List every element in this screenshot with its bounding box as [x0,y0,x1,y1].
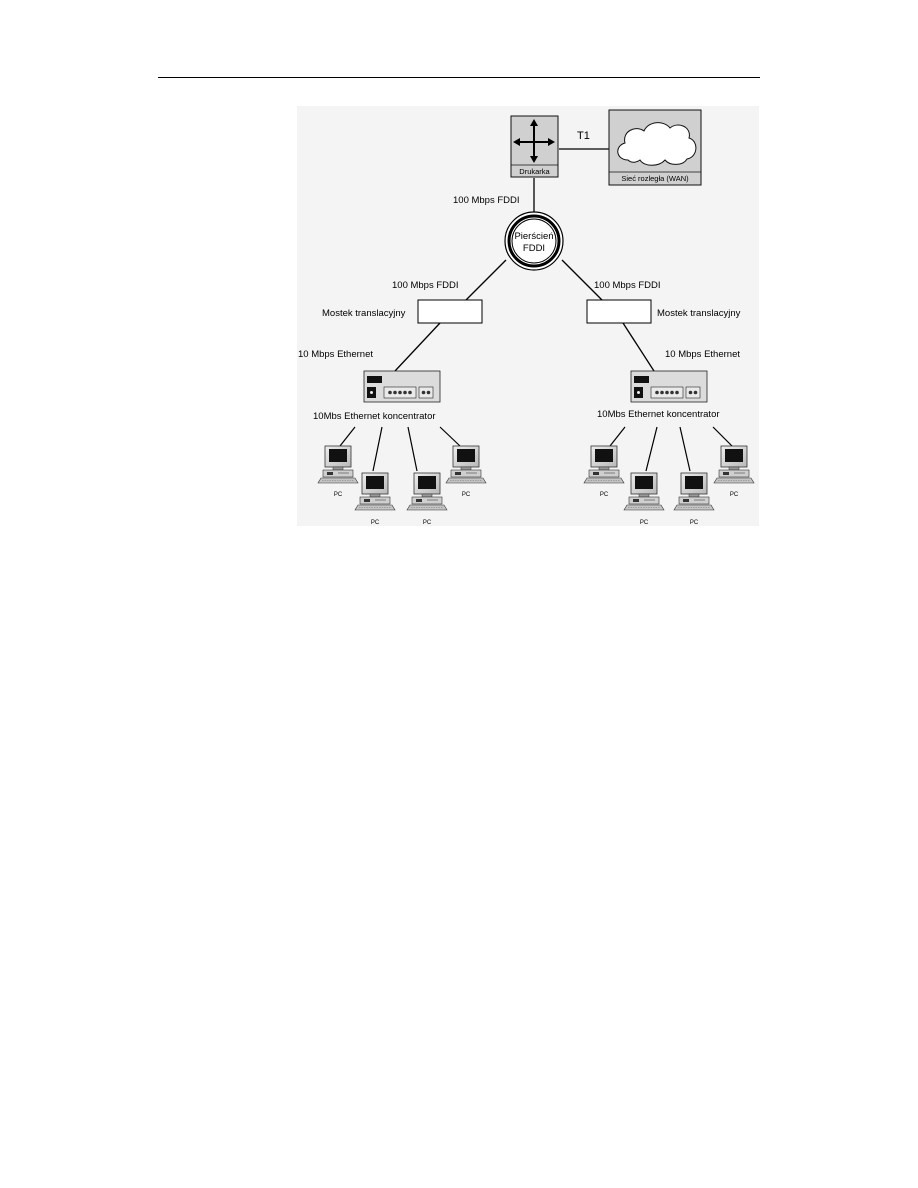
link-right-hub-pc-1 [609,426,626,447]
link-left-hub-pc-1 [339,426,356,447]
left-pc-1-label: PC [334,492,343,498]
right-pc-1-label: PC [600,492,609,498]
network-diagram: Drukarka T1 Sieć rozległa (WAN) 100 Mbps… [298,109,755,526]
left-pc-2 [354,472,396,511]
left-pc-1 [317,445,359,484]
wan-node: Sieć rozległa (WAN) [608,109,702,186]
cloud-icon [617,122,697,166]
link-right-hub-pc-2 [645,426,658,472]
wan-label: Sieć rozległa (WAN) [621,174,689,183]
left-link-bridge-hub-label: 10 Mbps Ethernet [298,349,373,360]
right-bridge-label: Mostek translacyjny [657,308,741,319]
right-pc-4-label: PC [730,492,739,498]
right-hub-label: 10Mbs Ethernet koncentrator [597,409,720,420]
right-pc-2 [623,472,665,511]
right-pc-4 [713,445,755,484]
ring-label-line1: Pierścień [514,231,553,242]
link-router-ring-label: 100 Mbps FDDI [453,195,520,206]
left-hub-label: 10Mbs Ethernet koncentrator [313,411,436,422]
left-bridge [417,299,483,324]
link-right-hub-pc-4 [712,426,733,447]
router-label: Drukarka [519,167,550,176]
left-pc-4 [445,445,487,484]
link-t1-label: T1 [577,130,590,142]
right-pc-3-label: PC [690,520,699,526]
left-pc-3-label: PC [423,520,432,526]
left-pc-3 [406,472,448,511]
network-diagram-figure: Drukarka T1 Sieć rozległa (WAN) 100 Mbps… [297,106,759,526]
left-branch: 100 Mbps FDDI Mostek translacyjny 10 Mbp… [298,280,487,526]
link-ring-right-bridge [561,259,603,301]
right-pc-2-label: PC [640,520,649,526]
right-branch: 100 Mbps FDDI Mostek translacyjny 10 Mbp… [583,280,755,526]
right-link-bridge-hub-label: 10 Mbps Ethernet [665,349,740,360]
link-left-hub-pc-3 [407,426,418,472]
link-left-hub-pc-4 [439,426,461,447]
left-pc-4-label: PC [462,492,471,498]
link-left-bridge-hub [394,322,441,372]
page-header-rule [158,77,760,78]
link-left-hub-pc-2 [372,426,383,472]
left-link-ring-bridge-label: 100 Mbps FDDI [392,280,459,291]
left-hub [363,370,441,403]
right-link-ring-bridge-label: 100 Mbps FDDI [594,280,661,291]
link-right-bridge-hub [622,322,655,372]
right-hub [630,370,708,403]
left-pc-2-label: PC [371,520,380,526]
right-pc-3 [673,472,715,511]
link-ring-left-bridge [465,259,507,301]
left-bridge-label: Mostek translacyjny [322,308,406,319]
ring-label-line2: FDDI [523,243,545,254]
fddi-ring-node: Pierścień FDDI [504,211,564,271]
right-bridge [586,299,652,324]
router-arrows-icon [513,119,555,163]
link-right-hub-pc-3 [679,426,691,472]
connection-lines [339,148,733,472]
router-node: Drukarka [510,115,559,178]
right-pc-1 [583,445,625,484]
